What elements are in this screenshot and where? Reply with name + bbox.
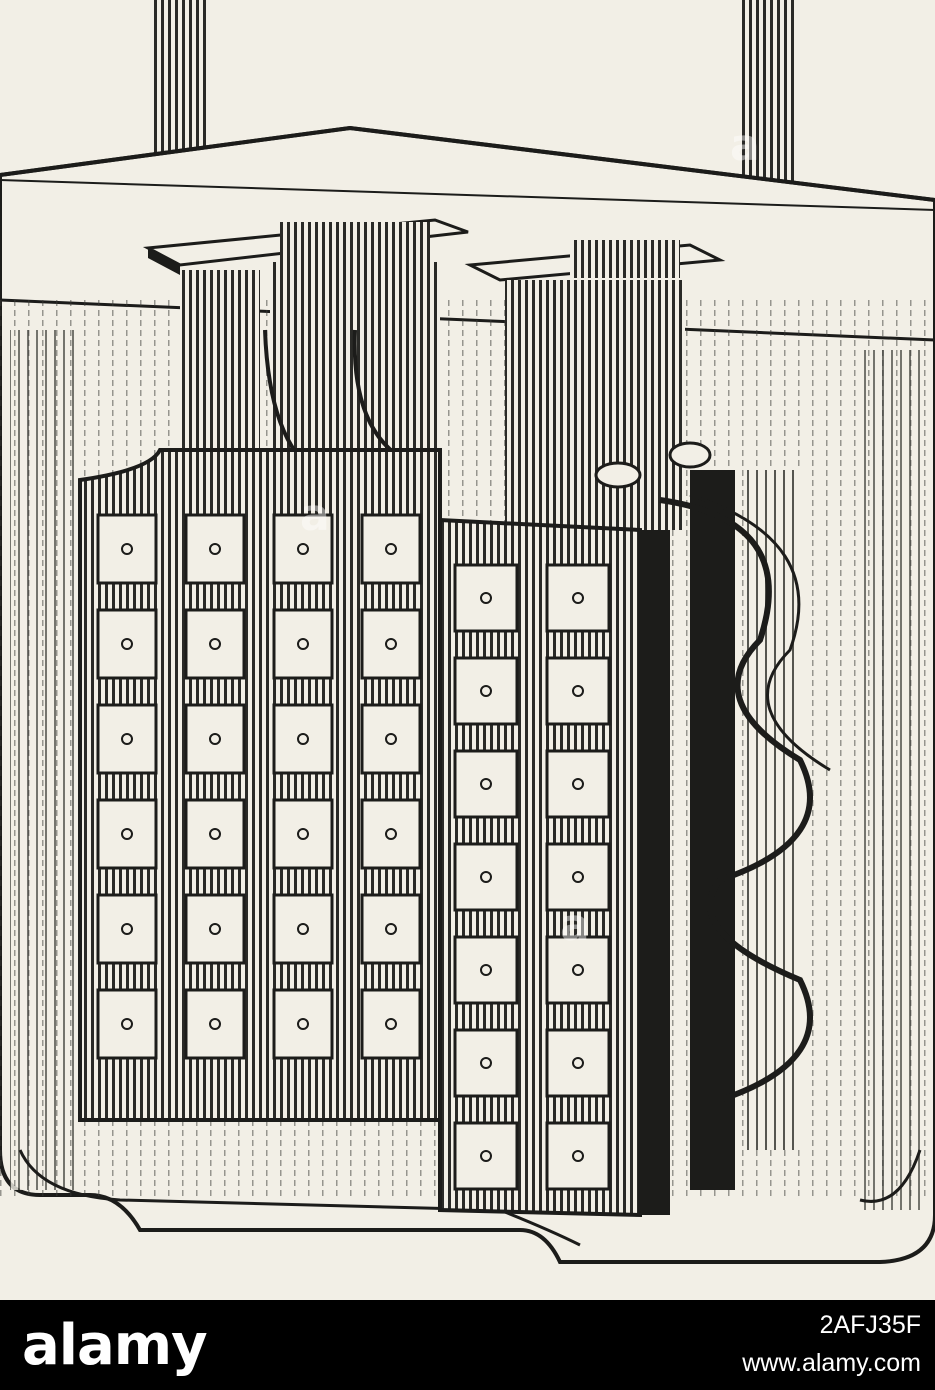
plate-pellet bbox=[272, 988, 334, 1060]
pellet-hole bbox=[209, 543, 221, 555]
pellet-hole bbox=[121, 1018, 133, 1030]
pellet-hole bbox=[121, 543, 133, 555]
alamy-logo: alamy bbox=[22, 1313, 208, 1378]
pellet-hole bbox=[480, 1150, 492, 1162]
plate-pellet bbox=[453, 1121, 519, 1191]
pellet-hole bbox=[480, 964, 492, 976]
pellet-hole bbox=[572, 778, 584, 790]
right-terminal-bar bbox=[464, 240, 726, 282]
pellet-hole bbox=[480, 1057, 492, 1069]
plate-pellet bbox=[545, 935, 611, 1005]
pellet-hole bbox=[209, 1018, 221, 1030]
pellet-hole bbox=[121, 923, 133, 935]
plate-pellet bbox=[96, 703, 158, 775]
pellet-hole bbox=[572, 1150, 584, 1162]
pellet-hole bbox=[121, 733, 133, 745]
pellet-hole bbox=[209, 733, 221, 745]
plate-pellet bbox=[360, 513, 422, 585]
plate-pellet bbox=[96, 608, 158, 680]
plate-pellet bbox=[96, 893, 158, 965]
pellet-hole bbox=[297, 1018, 309, 1030]
plate-pellet bbox=[360, 798, 422, 870]
pellet-hole bbox=[385, 828, 397, 840]
plate-pellet bbox=[453, 656, 519, 726]
plate-pellet bbox=[96, 513, 158, 585]
pellet-hole bbox=[385, 923, 397, 935]
pellet-hole bbox=[385, 733, 397, 745]
site-url: www.alamy.com bbox=[742, 1349, 921, 1377]
pellet-hole bbox=[121, 638, 133, 650]
plate-pellet bbox=[272, 513, 334, 585]
plate-pellet bbox=[545, 1121, 611, 1191]
front-plate bbox=[438, 517, 670, 1218]
pellet-hole bbox=[572, 1057, 584, 1069]
pellet-hole bbox=[480, 685, 492, 697]
plate-pellet bbox=[184, 608, 246, 680]
pellet-hole bbox=[385, 1018, 397, 1030]
plate-pellet bbox=[184, 798, 246, 870]
plate-pellet bbox=[272, 703, 334, 775]
plate-pellet bbox=[272, 798, 334, 870]
plate-pellet bbox=[545, 1028, 611, 1098]
plate-pellet bbox=[184, 703, 246, 775]
left-terminal-bar bbox=[142, 218, 469, 275]
pellet-hole bbox=[209, 638, 221, 650]
pellet-hole bbox=[297, 733, 309, 745]
pellet-hole bbox=[121, 828, 133, 840]
pellet-hole bbox=[209, 923, 221, 935]
pellet-hole bbox=[209, 828, 221, 840]
pellet-hole bbox=[297, 638, 309, 650]
plate-pellet bbox=[360, 703, 422, 775]
plate-pellet bbox=[96, 988, 158, 1060]
pellet-hole bbox=[572, 964, 584, 976]
plate-pellet bbox=[545, 563, 611, 633]
pellet-hole bbox=[572, 592, 584, 604]
plate-pellet bbox=[453, 1028, 519, 1098]
plate-pellet bbox=[184, 988, 246, 1060]
pellet-hole bbox=[572, 685, 584, 697]
pellet-hole bbox=[297, 543, 309, 555]
battery-cell-illustration: a a a bbox=[0, 0, 935, 1264]
plate-pellet bbox=[96, 798, 158, 870]
plate-pellet bbox=[453, 935, 519, 1005]
pellet-hole bbox=[572, 871, 584, 883]
plate-pellet bbox=[360, 988, 422, 1060]
pellet-hole bbox=[385, 638, 397, 650]
plate-pellet bbox=[545, 749, 611, 819]
plate-pellet bbox=[272, 608, 334, 680]
separator-coils bbox=[594, 441, 831, 1190]
pellet-hole bbox=[480, 592, 492, 604]
pellet-hole bbox=[297, 828, 309, 840]
plate-pellet bbox=[545, 656, 611, 726]
plate-pellet bbox=[184, 893, 246, 965]
pellet-hole bbox=[385, 543, 397, 555]
back-plate bbox=[78, 448, 442, 1122]
plate-pellet bbox=[184, 513, 246, 585]
footer-bar: alamy 2AFJ35F www.alamy.com bbox=[0, 1300, 935, 1390]
image-id: 2AFJ35F bbox=[819, 1311, 921, 1339]
pellet-hole bbox=[480, 871, 492, 883]
plate-pellet bbox=[360, 608, 422, 680]
plate-pellet bbox=[453, 749, 519, 819]
pellet-hole bbox=[297, 923, 309, 935]
plate-pellet bbox=[453, 563, 519, 633]
pellet-hole bbox=[480, 778, 492, 790]
plate-pellet bbox=[272, 893, 334, 965]
plate-pellet bbox=[360, 893, 422, 965]
plate-pellet bbox=[545, 842, 611, 912]
plate-pellet bbox=[453, 842, 519, 912]
